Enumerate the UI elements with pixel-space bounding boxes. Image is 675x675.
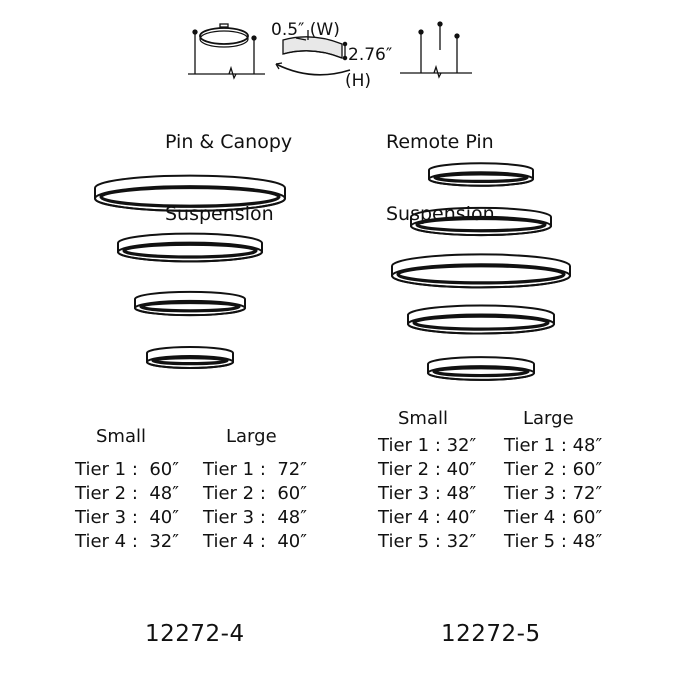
chandelier-5-tier-drawing: [391, 162, 571, 381]
tier-size-small: Tier 3 : 48″: [378, 483, 477, 504]
tier-size-large: Tier 4 : 40″: [203, 531, 307, 552]
ring-tier: [428, 162, 534, 187]
tier-size-small: Tier 4 : 40″: [378, 507, 477, 528]
caption-line: Pin & Canopy: [165, 131, 293, 153]
small-column-header: Small: [398, 408, 448, 429]
tier-size-small: Tier 5 : 32″: [378, 531, 477, 552]
tier-size-large: Tier 2 : 60″: [203, 483, 307, 504]
caption-line: Remote Pin: [386, 131, 494, 153]
width-dimension-label: 0.5″ (W): [271, 20, 340, 40]
ring-tier: [410, 206, 552, 237]
remote-pin-suspension-icon: [400, 21, 472, 79]
chandelier-4-tier-drawing: [94, 174, 286, 369]
tier-size-large: Tier 3 : 72″: [504, 483, 603, 504]
tier-size-small: Tier 3 : 40″: [75, 507, 179, 528]
tier-size-large: Tier 1 : 72″: [203, 459, 307, 480]
tier-size-small: Tier 2 : 48″: [75, 483, 179, 504]
remote-pin-caption: Remote Pin Suspension: [386, 82, 495, 274]
ring-tier: [407, 304, 555, 335]
height-dimension-unit: (H): [345, 71, 372, 91]
pin-canopy-caption: Pin & Canopy Suspension: [165, 82, 292, 274]
caption-line: Suspension: [165, 203, 274, 225]
height-dimension-value: 2.76″: [348, 45, 393, 65]
ring-tier: [134, 290, 246, 317]
ring-tier: [94, 174, 286, 212]
large-column-header: Large: [523, 408, 574, 429]
model-number: 12272-4: [145, 621, 245, 647]
ring-tier: [427, 356, 535, 381]
model-number: 12272-5: [441, 621, 541, 647]
ring-tier: [146, 346, 234, 369]
ring-tier: [117, 232, 263, 263]
tier-size-small: Tier 2 : 40″: [378, 459, 477, 480]
large-column-header: Large: [226, 426, 277, 447]
ring-tier: [391, 253, 571, 289]
tier-size-small: Tier 4 : 32″: [75, 531, 179, 552]
ring-profile-detail: [275, 30, 351, 76]
tier-size-large: Tier 5 : 48″: [504, 531, 603, 552]
small-column-header: Small: [96, 426, 146, 447]
tier-size-small: Tier 1 : 32″: [378, 435, 477, 456]
tier-size-large: Tier 4 : 60″: [504, 507, 603, 528]
tier-size-large: Tier 3 : 48″: [203, 507, 307, 528]
tier-size-large: Tier 2 : 60″: [504, 459, 603, 480]
caption-line: Suspension: [386, 203, 495, 225]
pin-canopy-suspension-icon: [188, 23, 265, 80]
tier-size-large: Tier 1 : 48″: [504, 435, 603, 456]
tier-size-small: Tier 1 : 60″: [75, 459, 179, 480]
